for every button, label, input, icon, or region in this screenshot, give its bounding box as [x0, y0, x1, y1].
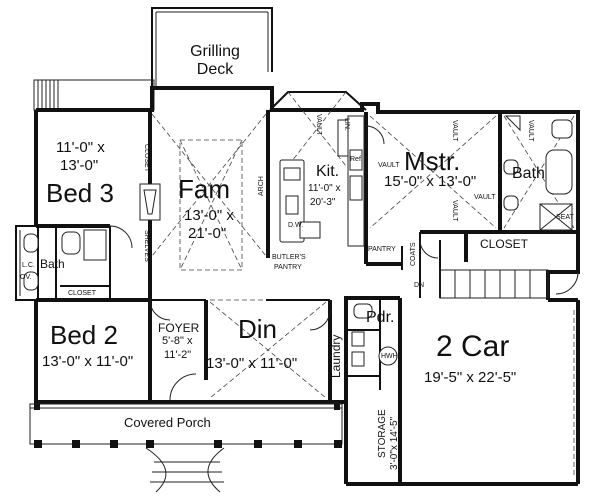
kit-name: Kit. — [316, 163, 340, 180]
din-ceiling — [209, 299, 327, 399]
grilling-deck-line1: Grilling — [190, 43, 240, 60]
vault-master-right-label: VAULT — [451, 200, 458, 222]
fam-name: Fam — [178, 174, 230, 204]
fireplace — [139, 183, 161, 221]
vault-master-mid-label: VAULT — [474, 194, 496, 201]
grilling-deck-line2: Deck — [196, 61, 234, 78]
exterior-walls — [34, 86, 580, 486]
ov-label: OV. — [20, 274, 32, 281]
din-name: Din — [238, 314, 278, 344]
kit-dim-line2: 20'-3" — [310, 197, 336, 208]
kitchen-fixtures — [279, 115, 365, 247]
vault-kitchen-label: VAULT — [315, 114, 322, 136]
bed3-closet-label: CLOSET — [143, 144, 150, 173]
garage-name: 2 Car — [436, 330, 510, 363]
fam-dim-line1: 13'-0" x — [184, 207, 234, 224]
din-dim: 13'-0" x 11'-0" — [206, 355, 298, 372]
mstr-bath-fixtures — [503, 115, 573, 231]
laundry-name: Laundry — [329, 334, 343, 378]
storage-name: STORAGE — [377, 409, 388, 458]
shelves-label: SHELVES — [143, 230, 150, 262]
vault-bath-label: VAULT — [527, 120, 534, 142]
mstr-dim: 15'-0" x 13'-0" — [384, 173, 477, 190]
coats-label: COATS — [410, 242, 417, 266]
powder-fixtures — [351, 303, 398, 367]
kit-dim-line1: 11'-0" x — [308, 183, 341, 194]
fam-ceiling — [151, 113, 267, 271]
door-swings — [109, 125, 579, 401]
master-closet-name: CLOSET — [480, 237, 529, 251]
mstr-ceiling — [369, 115, 575, 229]
pantry-label: PANTRY — [368, 246, 396, 253]
lc-label: L.C. — [22, 262, 35, 269]
garage-dim: 19'-5" x 22'-5" — [424, 369, 517, 386]
bath-name: Bath — [40, 257, 65, 271]
bed3-name: Bed 3 — [46, 178, 114, 208]
arch-label: ARCH — [258, 176, 265, 196]
seat-label: SEAT — [556, 214, 574, 221]
covered-porch — [29, 403, 343, 493]
hwh-label: HWH — [381, 353, 398, 360]
dn-label: DN — [414, 282, 425, 289]
bath-fixtures — [23, 229, 107, 291]
grilling-deck-label: Grilling Deck — [190, 44, 240, 78]
vault-master-top-label: VAULT — [451, 120, 458, 142]
mstr-bath-name: Bath — [512, 165, 545, 182]
butlers-line2-label: PANTRY — [274, 264, 302, 271]
mstr-name: Mstr. — [404, 146, 461, 176]
porch-name: Covered Porch — [124, 415, 211, 430]
bed3-dim-h: 13'-0" — [60, 157, 99, 174]
garage-steps — [439, 269, 549, 299]
storage-dim: 3'-0"x 14'-5" — [389, 416, 400, 470]
vault-master-left-label: VAULT — [378, 162, 400, 169]
bed2-dim: 13'-0" x 11'-0" — [42, 353, 134, 370]
interior-walls — [36, 110, 578, 484]
ref-label: Ref. — [350, 156, 363, 163]
rear-railing — [33, 79, 155, 111]
lin-label: LIN. — [343, 118, 350, 131]
butlers-line1-label: BUTLER'S — [272, 254, 306, 261]
pdr-name: Pdr. — [366, 309, 395, 326]
bed3-dim-w: 11'-0" x — [56, 139, 105, 156]
bed2-name: Bed 2 — [50, 320, 118, 350]
foyer-dim-line2: 11'-2" — [164, 349, 192, 361]
foyer-dim-line1: 5'-8" x — [162, 335, 193, 347]
fam-dim-line2: 21'-0" — [188, 225, 227, 242]
grilling-deck — [151, 7, 273, 88]
bath-bump — [15, 225, 39, 301]
foyer-name: FOYER — [158, 321, 200, 335]
bath-closet-label: CLOSET — [68, 290, 97, 297]
kitchen-bay — [269, 91, 367, 167]
dw-label: D.W. — [288, 222, 304, 229]
